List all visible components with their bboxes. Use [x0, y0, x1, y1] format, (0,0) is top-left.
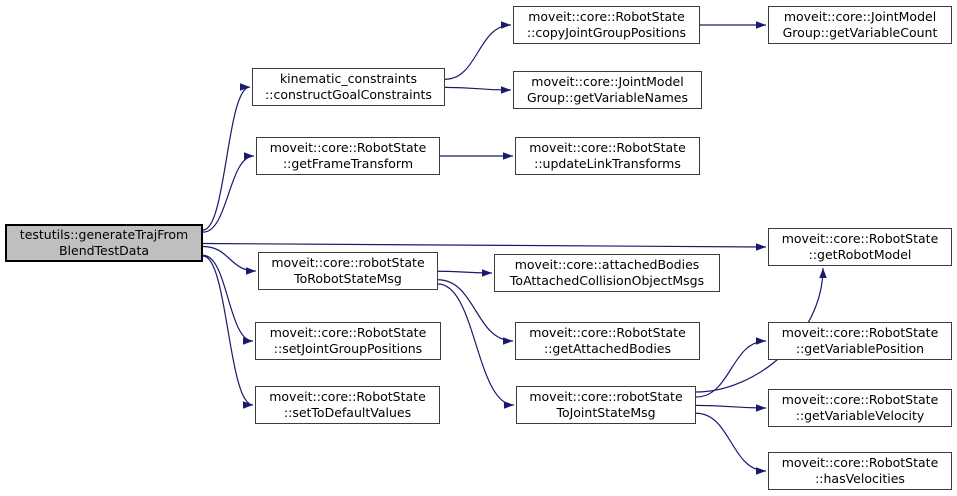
- graph-node-gvv[interactable]: moveit::core::RobotState ::getVariableVe…: [768, 389, 952, 427]
- graph-node-grm[interactable]: moveit::core::RobotState ::getRobotModel: [768, 228, 952, 266]
- graph-node-gab[interactable]: moveit::core::RobotState ::getAttachedBo…: [515, 322, 700, 360]
- edge-gen-to-cgc: [202, 83, 251, 231]
- edge-gen-to-stdv: [202, 255, 254, 409]
- edge-gen-to-rsm: [202, 245, 257, 275]
- edge-jsm-to-gvp: [695, 337, 767, 398]
- edge-jsm-to-hv: [695, 412, 767, 475]
- graph-node-gvp[interactable]: moveit::core::RobotState ::getVariablePo…: [768, 322, 952, 360]
- edge-jsm-to-gvv: [695, 404, 767, 412]
- graph-node-gft[interactable]: moveit::core::RobotState ::getFrameTrans…: [256, 137, 440, 175]
- edge-gen-to-sjgp: [202, 254, 254, 345]
- graph-node-stdv[interactable]: moveit::core::RobotState ::setToDefaultV…: [255, 386, 440, 424]
- graph-node-jsm[interactable]: moveit::core::robotState ToJointStateMsg: [516, 386, 696, 424]
- edge-gen-to-grm: [202, 242, 767, 251]
- edge-cgc-to-cjgp: [444, 21, 512, 80]
- graph-node-abm[interactable]: moveit::core::attachedBodies ToAttachedC…: [494, 254, 720, 292]
- graph-node-cgc[interactable]: kinematic_constraints ::constructGoalCon…: [252, 68, 445, 106]
- graph-node-ult[interactable]: moveit::core::RobotState ::updateLinkTra…: [515, 137, 700, 175]
- graph-node-hv[interactable]: moveit::core::RobotState ::hasVelocities: [768, 452, 952, 490]
- edge-cgc-to-gvn: [444, 86, 512, 94]
- graph-node-gvn[interactable]: moveit::core::JointModel Group::getVaria…: [513, 71, 702, 109]
- graph-node-gvc[interactable]: moveit::core::JointModel Group::getVaria…: [768, 6, 952, 44]
- graph-node-gen: testutils::generateTrajFrom BlendTestDat…: [5, 224, 203, 262]
- graph-node-rsm[interactable]: moveit::core::robotState ToRobotStateMsg: [258, 252, 438, 290]
- edge-gen-to-gft: [202, 152, 255, 233]
- graph-node-cjgp[interactable]: moveit::core::RobotState ::copyJointGrou…: [513, 6, 700, 44]
- edge-rsm-to-abm: [437, 269, 493, 277]
- graph-node-sjgp[interactable]: moveit::core::RobotState ::setJointGroup…: [255, 322, 441, 360]
- edge-rsm-to-jsm: [437, 283, 515, 409]
- edge-rsm-to-gab: [437, 279, 514, 345]
